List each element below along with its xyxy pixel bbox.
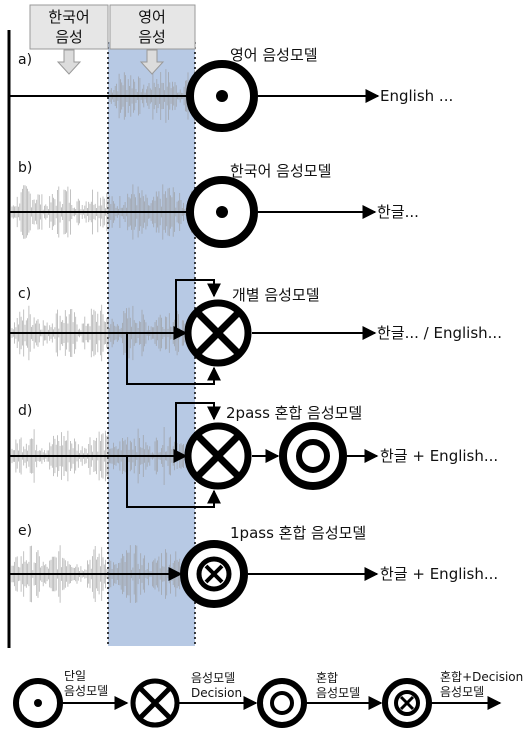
row-d-model-label: 2pass 혼합 음성모델 (226, 404, 362, 422)
legend-decision-line2: Decision (191, 686, 242, 700)
x-circle-icon (184, 299, 252, 367)
dot-circle-icon (186, 60, 258, 132)
header-korean-line1: 한국어 (48, 8, 89, 26)
row-c-output: 한글... / English... (377, 324, 502, 342)
legend-decision-line1: 음성모델 (191, 671, 235, 685)
target-x-icon (382, 678, 432, 728)
korean-down-arrow-icon (56, 49, 82, 75)
x-circle-icon (130, 678, 180, 728)
row-d-output: 한글 + English... (380, 447, 498, 465)
row-d-label: d) (18, 403, 32, 419)
double-ring-icon (257, 678, 307, 728)
row-b-label: b) (18, 160, 32, 176)
row-b-model-label: 한국어 음성모델 (230, 162, 331, 180)
legend-item-mixed-model: 혼합 음성모델 (257, 671, 383, 728)
legend-item-decision: 음성모델 Decision (130, 671, 258, 728)
legend-mixed-line1: 혼합 (316, 671, 338, 685)
row-c-label: c) (18, 286, 31, 302)
row-e: e) 1pass 혼합 음성모델 한글 + English... (9, 523, 498, 608)
double-ring-icon (279, 422, 347, 490)
x-circle-icon (184, 422, 252, 490)
row-a-output: English ... (380, 87, 453, 105)
row-c-model-label: 개별 음성모델 (232, 286, 320, 304)
row-e-output: 한글 + English... (380, 565, 498, 583)
legend-mixed-decision-line2: 음성모델 (440, 685, 484, 699)
row-a-label: a) (18, 52, 32, 68)
dot-circle-icon (13, 678, 63, 728)
legend-mixed-line2: 음성모델 (316, 686, 360, 700)
header-english-line2: 음성 (138, 28, 166, 46)
row-c: c) 개별 음성모델 한글... / English... (9, 279, 502, 385)
row-a-model-label: 영어 음성모델 (230, 46, 318, 64)
header-korean-speech: 한국어 음성 (29, 4, 109, 50)
legend-item-mixed-decision: 혼합+Decision 음성모델 (382, 670, 523, 728)
target-x-icon (180, 540, 248, 608)
english-speech-band (108, 42, 195, 646)
row-d: d) 2pass 혼합 음성모델 한글 + English... (9, 402, 498, 508)
row-e-model-label: 1pass 혼합 음성모델 (230, 524, 366, 542)
legend-single-line1: 단일 (64, 669, 86, 683)
dot-circle-icon (186, 176, 258, 248)
row-e-label: e) (18, 523, 32, 539)
header-english-speech: 영어 음성 (109, 4, 196, 50)
row-b: b) 한국어 음성모델 한글... (9, 160, 419, 248)
header-english-line1: 영어 (138, 8, 166, 26)
row-b-output: 한글... (377, 203, 419, 221)
legend-item-single-model: 단일 음성모델 (13, 669, 129, 728)
legend: 단일 음성모델 음성모델 Decision 혼합 음성모델 (13, 669, 523, 728)
english-down-arrow-icon (139, 49, 165, 75)
legend-single-line2: 음성모델 (64, 684, 108, 698)
header-korean-line2: 음성 (55, 28, 83, 46)
legend-mixed-decision-line1: 혼합+Decision (440, 670, 523, 684)
row-a: a) 영어 음성모델 English ... (9, 46, 453, 132)
